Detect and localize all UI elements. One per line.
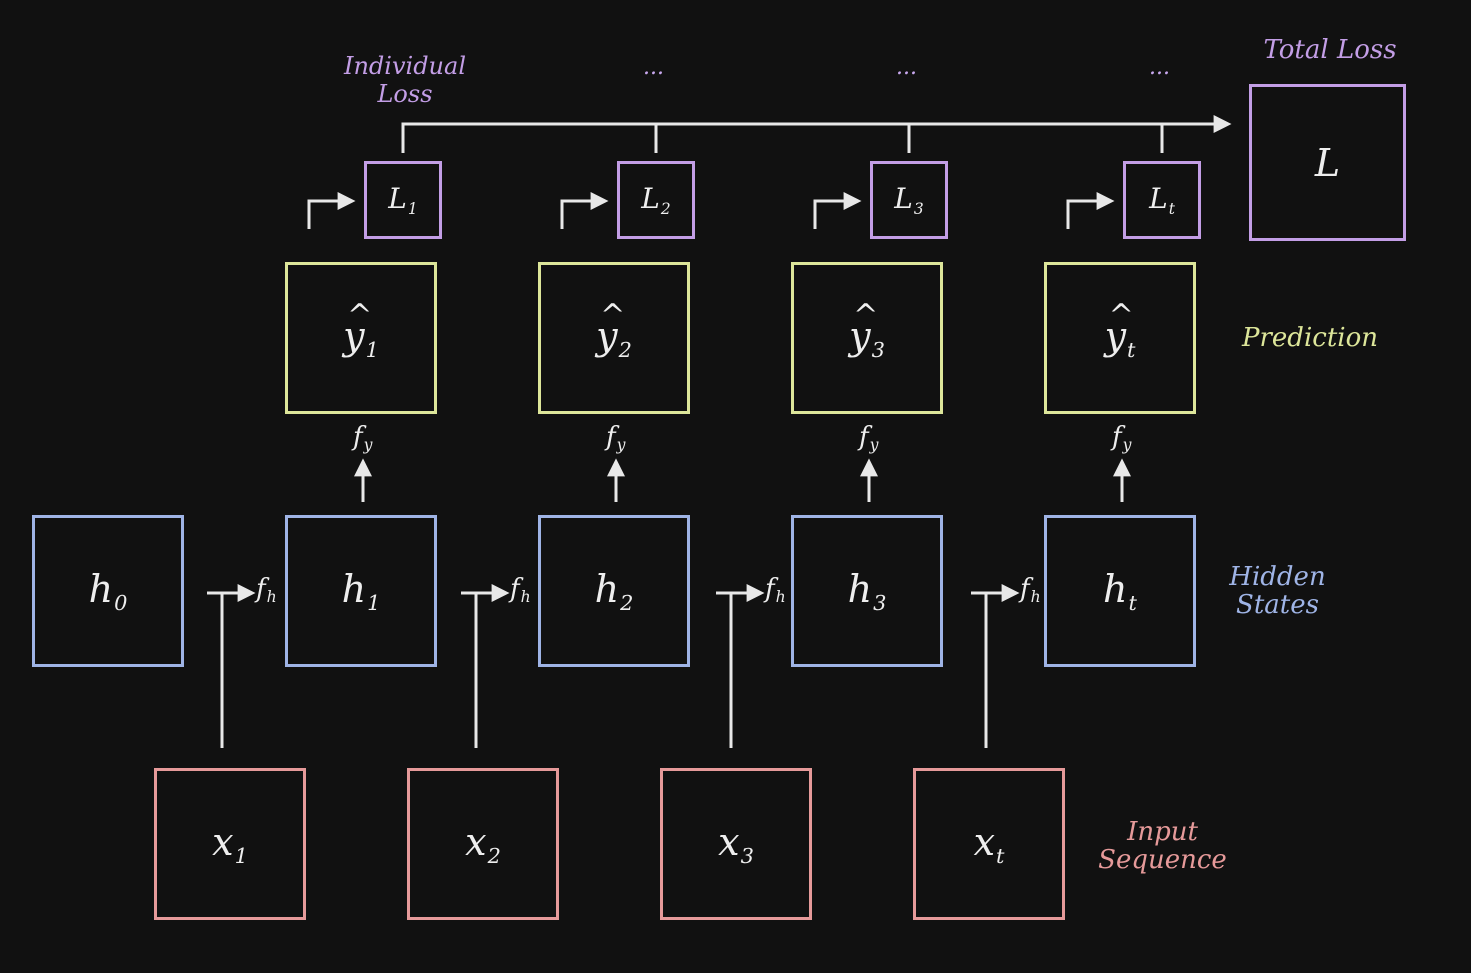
total-loss-label: Total Loss (1263, 35, 1397, 65)
loss-bus-line (401, 115, 1232, 153)
loss-arrow-2 (560, 192, 609, 229)
input-box-1: x1 (154, 768, 306, 920)
hidden-box-0: h0 (32, 515, 184, 667)
fh-label-1: fh (256, 574, 277, 607)
loss-arrow-3 (813, 192, 862, 229)
fh-label-4: fh (1020, 574, 1041, 607)
fy-label-1: fy (353, 422, 373, 455)
individual-loss-label: Individual Loss (343, 52, 466, 108)
input-box-4: xt (913, 768, 1065, 920)
hidden-box-2: h2 (538, 515, 690, 667)
hidden-states-label: Hidden States (1229, 562, 1326, 620)
ellipsis-4: ... (1149, 55, 1170, 80)
input-box-3: x3 (660, 768, 812, 920)
loss-box-2: L2 (617, 161, 695, 239)
prediction-label: Prediction (1242, 323, 1378, 353)
prediction-box-4: ^yt (1044, 262, 1196, 414)
total-loss-symbol: L (1314, 140, 1341, 185)
fh-arrow-3 (716, 593, 761, 748)
input-box-2: x2 (407, 768, 559, 920)
loss-arrow-4 (1066, 192, 1115, 229)
fh-label-3: fh (765, 574, 786, 607)
input-sequence-label: Input Sequence (1098, 817, 1227, 875)
hidden-box-3: h3 (791, 515, 943, 667)
loss-arrow-1 (307, 192, 356, 229)
fh-arrow-1 (207, 593, 252, 748)
loss-box-3: L3 (870, 161, 948, 239)
prediction-box-3: ^y3 (791, 262, 943, 414)
ellipsis-2: ... (643, 55, 664, 80)
fh-label-2: fh (510, 574, 531, 607)
hidden-box-4: ht (1044, 515, 1196, 667)
prediction-box-1: ^y1 (285, 262, 437, 414)
loss-box-1: L1 (364, 161, 442, 239)
fh-arrow-4 (971, 593, 1016, 748)
total-loss-box: L (1249, 84, 1406, 241)
hidden-box-1: h1 (285, 515, 437, 667)
fy-label-3: fy (859, 422, 879, 455)
fy-label-4: fy (1112, 422, 1132, 455)
fy-label-2: fy (606, 422, 626, 455)
ellipsis-3: ... (896, 55, 917, 80)
prediction-box-2: ^y2 (538, 262, 690, 414)
loss-box-4: Lt (1123, 161, 1201, 239)
fh-arrow-2 (461, 593, 506, 748)
